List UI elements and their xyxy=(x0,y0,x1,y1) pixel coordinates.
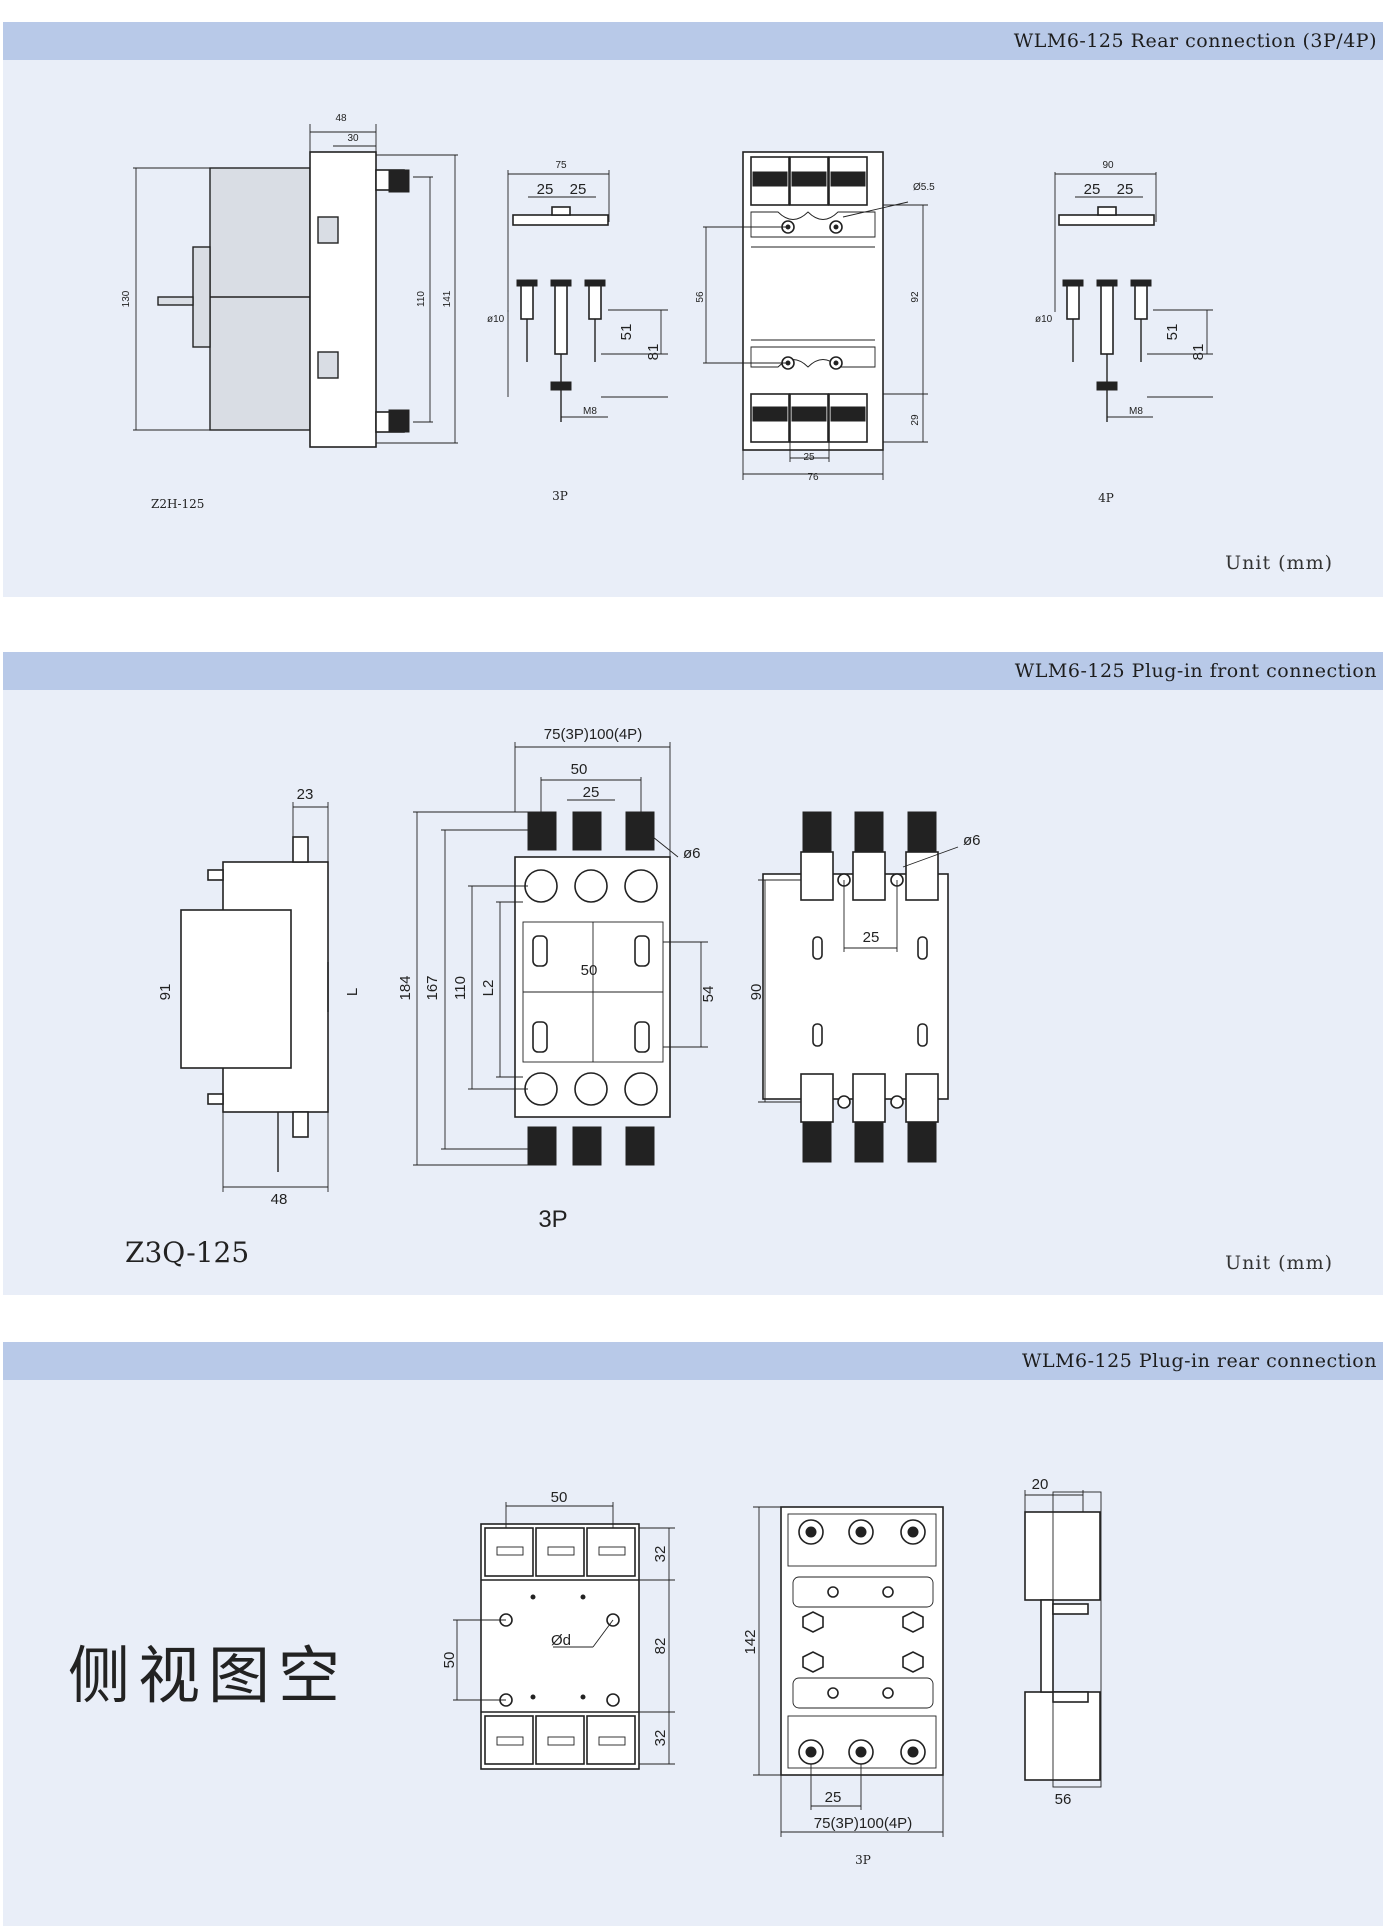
dim-81: 81 xyxy=(645,344,662,361)
dim-phid: Ød xyxy=(551,1632,571,1649)
dim-25: 25 xyxy=(825,1789,842,1806)
terminal-3p-drawing xyxy=(507,170,668,422)
dim-m8: M8 xyxy=(583,406,597,417)
unit-label: Unit (mm) xyxy=(1225,552,1333,574)
plugin-rear-drawings: 侧视图空 xyxy=(68,1476,1102,1867)
dim-32a: 32 xyxy=(652,1546,669,1563)
dim-25c: 25 xyxy=(803,452,815,463)
terminal-4p-drawing xyxy=(1054,172,1213,422)
dim-32b: 32 xyxy=(652,1730,669,1747)
rear-terminal-drawing xyxy=(753,1506,944,1837)
view-3p-label: 3P xyxy=(538,1206,567,1233)
dim-56: 56 xyxy=(695,291,706,303)
section-banner: WLM6-125 Plug-in rear connection xyxy=(3,1342,1383,1380)
model-label: Z3Q-125 xyxy=(125,1236,249,1269)
dim-23: 23 xyxy=(297,786,314,803)
dim-130: 130 xyxy=(121,290,132,307)
dim-90: 90 xyxy=(748,984,765,1001)
view-3p-label: 3P xyxy=(552,489,568,503)
rear-connection-drawings: 48 30 130 110 141 Z2H-125 xyxy=(121,113,1213,511)
dim-phi5-5: Ø5.5 xyxy=(913,182,935,193)
dim-51: 51 xyxy=(618,324,635,341)
dim-25b: 25 xyxy=(570,181,587,198)
dim-90: 90 xyxy=(1102,160,1114,171)
dim-54: 54 xyxy=(700,986,717,1003)
dim-phi10b: ø10 xyxy=(1035,314,1053,325)
section-title: WLM6-125 Rear connection (3P/4P) xyxy=(1013,30,1377,52)
section-title: WLM6-125 Plug-in front connection xyxy=(1014,660,1377,682)
dim-phi6a: ø6 xyxy=(683,845,701,862)
dim-82: 82 xyxy=(652,1638,669,1655)
section-plugin-front-connection: WLM6-125 Plug-in front connection Unit (… xyxy=(3,652,1383,1295)
dim-81b: 81 xyxy=(1190,344,1207,361)
dim-75-100: 75(3P)100(4P) xyxy=(814,1815,912,1832)
side-view-note: 侧视图空 xyxy=(68,1639,348,1712)
dim-92: 92 xyxy=(910,291,921,303)
view-3p-label: 3P xyxy=(855,1853,871,1867)
dim-phi6b: ø6 xyxy=(963,832,981,849)
dim-167: 167 xyxy=(424,975,441,1000)
dim-141: 141 xyxy=(442,290,453,307)
dim-L: L xyxy=(344,988,361,996)
front-view-drawing xyxy=(703,151,928,480)
side-view-drawing xyxy=(180,802,329,1192)
side-view-drawing xyxy=(133,124,458,448)
dim-110: 110 xyxy=(416,291,427,307)
plugin-front-drawings: 23 91 L 48 Z3Q-125 xyxy=(125,726,981,1269)
base-view-drawing xyxy=(453,1502,675,1770)
dim-L2: L2 xyxy=(480,980,497,997)
dim-184: 184 xyxy=(397,975,414,1000)
dim-56: 56 xyxy=(1055,1791,1072,1808)
dim-48: 48 xyxy=(335,113,347,124)
dim-48: 48 xyxy=(271,1191,288,1208)
dim-30: 30 xyxy=(347,133,359,144)
dim-50a: 50 xyxy=(551,1489,568,1506)
dim-25d: 25 xyxy=(1084,181,1101,198)
dim-110: 110 xyxy=(452,976,469,1000)
dim-50a: 50 xyxy=(571,761,588,778)
dim-29: 29 xyxy=(910,414,921,426)
unit-label: Unit (mm) xyxy=(1225,1252,1333,1274)
section-banner: WLM6-125 Plug-in front connection xyxy=(3,652,1383,690)
rear-plug-drawing xyxy=(758,811,959,1163)
section-title: WLM6-125 Plug-in rear connection xyxy=(1021,1350,1377,1372)
dim-76: 76 xyxy=(807,472,819,483)
dim-25e: 25 xyxy=(1117,181,1134,198)
dim-50b: 50 xyxy=(441,1652,458,1669)
dim-75-100: 75(3P)100(4P) xyxy=(544,726,642,743)
section-banner: WLM6-125 Rear connection (3P/4P) xyxy=(3,22,1383,60)
dim-91: 91 xyxy=(157,984,174,1001)
dim-25a: 25 xyxy=(583,784,600,801)
dim-142: 142 xyxy=(742,1629,759,1654)
dim-25b: 25 xyxy=(863,929,880,946)
dim-75: 75 xyxy=(555,160,567,171)
model-label: Z2H-125 xyxy=(151,497,204,511)
side-profile-drawing xyxy=(1024,1490,1102,1788)
dim-51b: 51 xyxy=(1164,324,1181,341)
front-view-drawing xyxy=(413,742,708,1166)
section-plugin-rear-connection: WLM6-125 Plug-in rear connection 侧视图空 xyxy=(3,1342,1383,1926)
dim-m8b: M8 xyxy=(1129,406,1143,417)
section-rear-connection: WLM6-125 Rear connection (3P/4P) Unit (m… xyxy=(3,22,1383,597)
dim-20: 20 xyxy=(1032,1476,1049,1493)
dim-25a: 25 xyxy=(537,181,554,198)
dim-50b: 50 xyxy=(581,962,598,979)
view-4p-label: 4P xyxy=(1098,491,1114,505)
dim-phi10: ø10 xyxy=(487,314,505,325)
